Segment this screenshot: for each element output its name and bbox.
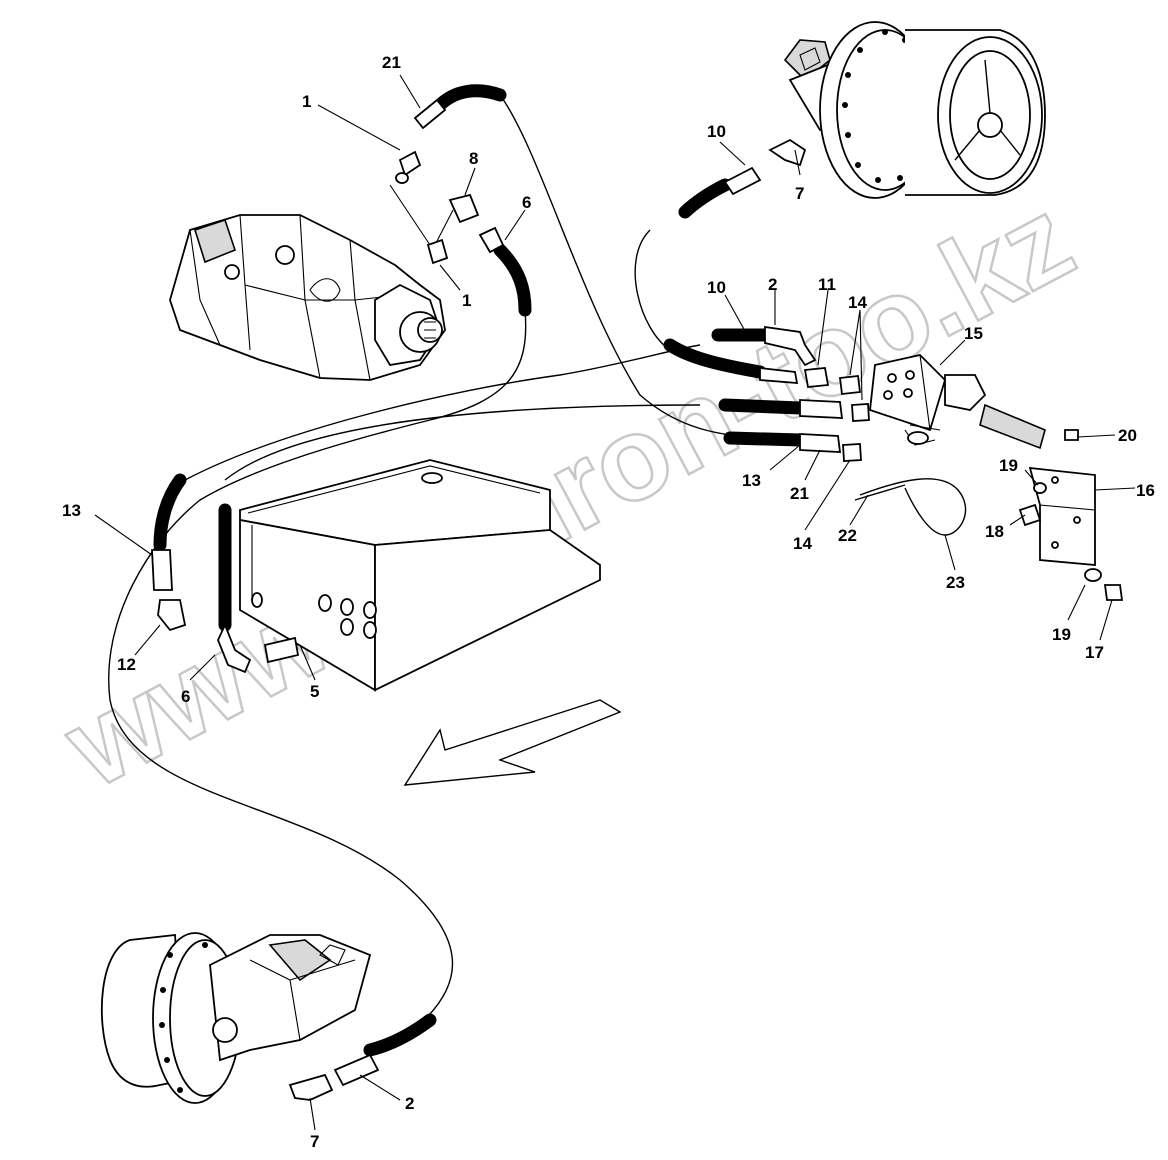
callout-1: 1	[302, 92, 311, 111]
callout-2: 2	[405, 1094, 414, 1113]
callout-1: 1	[462, 291, 471, 310]
callout-22: 22	[838, 526, 857, 545]
callout-19: 19	[999, 456, 1018, 475]
callout-21: 21	[382, 53, 401, 72]
callout-19: 19	[1052, 625, 1071, 644]
drive-motor-lower	[100, 932, 372, 1104]
callout-14: 14	[848, 293, 867, 312]
callout-6: 6	[181, 687, 190, 706]
hydraulic-pump	[169, 214, 446, 381]
hose-segments	[153, 84, 807, 1057]
valve-bracket-assembly	[869, 354, 1124, 601]
valve-block	[239, 459, 601, 692]
callout-17: 17	[1085, 643, 1104, 662]
callout-labels: 21 1 8 6 1 10 7 10 2 11 14 15 20 19 16 1…	[62, 53, 1155, 1151]
callout-2: 2	[768, 275, 777, 294]
drive-motor-upper	[783, 21, 1046, 199]
hose-fittings	[151, 98, 870, 1101]
direction-arrow	[403, 699, 622, 786]
leader-lines	[94, 74, 1136, 1131]
callout-12: 12	[117, 655, 136, 674]
callout-23: 23	[946, 573, 965, 592]
callout-21: 21	[790, 484, 809, 503]
callout-6: 6	[522, 193, 531, 212]
callout-10: 10	[707, 278, 726, 297]
callout-15: 15	[964, 324, 983, 343]
callout-14: 14	[793, 534, 812, 553]
callout-8: 8	[469, 149, 478, 168]
callout-7: 7	[310, 1132, 319, 1151]
callout-20: 20	[1118, 426, 1137, 445]
callout-10: 10	[707, 122, 726, 141]
callout-13: 13	[62, 501, 81, 520]
callout-5: 5	[310, 682, 319, 701]
hose-lines	[108, 94, 761, 1041]
callout-18: 18	[985, 522, 1004, 541]
cable-loop	[854, 478, 967, 536]
callout-16: 16	[1136, 481, 1155, 500]
callout-7: 7	[795, 184, 804, 203]
callout-13: 13	[742, 471, 761, 490]
callout-11: 11	[818, 275, 836, 294]
